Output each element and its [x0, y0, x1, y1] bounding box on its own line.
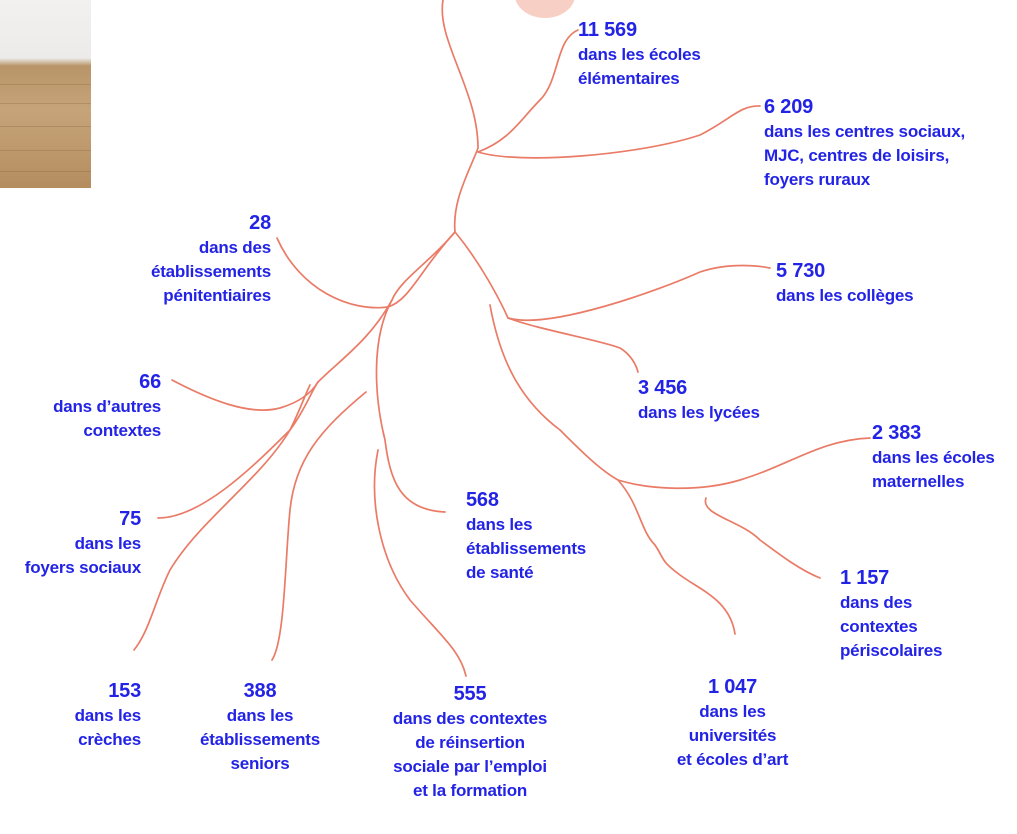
branch-periscolaires	[704, 497, 821, 579]
caption-lycees: dans les lycées	[638, 403, 760, 422]
pink-blob	[515, 0, 575, 18]
branch-label-autres: 66 dans d’autres contextes	[53, 369, 161, 443]
value-lycees: 3 456	[638, 377, 688, 399]
branch-label-foyers-sociaux: 75 dans les foyers sociaux	[25, 506, 141, 580]
caption-penitentiaires: dans des établissements pénitentiaires	[150, 238, 271, 305]
branch-sante	[375, 299, 446, 513]
branch-label-reinsertion: 555 dans des contextes de réinsertion so…	[375, 681, 565, 803]
caption-elementaires: dans les écoles élémentaires	[578, 45, 701, 88]
value-reinsertion: 555	[453, 683, 487, 705]
branch-label-sante: 568 dans les établissements de santé	[466, 487, 586, 585]
branch-universites	[617, 479, 736, 635]
caption-colleges: dans les collèges	[776, 286, 914, 305]
value-elementaires: 11 569	[578, 19, 637, 41]
caption-sante: dans les établissements de santé	[466, 515, 587, 582]
branch-label-maternelles: 2 383 dans les écoles maternelles	[872, 420, 995, 494]
caption-reinsertion: dans des contextes de réinsertion social…	[392, 709, 548, 800]
value-maternelles: 2 383	[872, 422, 922, 444]
branch-foyers-sociaux	[157, 381, 319, 519]
branch-autres	[171, 379, 319, 411]
branch-label-creches: 153 dans les crèches	[74, 678, 142, 752]
caption-universites: dans les universités et écoles d’art	[676, 702, 789, 769]
value-seniors: 388	[243, 680, 277, 702]
caption-centres-sociaux: dans les centres sociaux, MJC, centres d…	[764, 122, 965, 189]
branch-lycees	[507, 317, 639, 373]
branch-seniors	[271, 391, 367, 661]
caption-periscolaires: dans des contextes périscolaires	[840, 593, 943, 660]
value-centres-sociaux: 6 209	[764, 96, 814, 118]
value-penitentiaires: 28	[249, 212, 271, 234]
branch-centres-sociaux	[477, 105, 761, 159]
caption-creches: dans les crèches	[74, 706, 142, 749]
caption-autres: dans d’autres contextes	[53, 397, 161, 440]
value-autres: 66	[139, 371, 161, 393]
value-colleges: 5 730	[776, 260, 826, 282]
branch-label-penitentiaires: 28 dans des établissements pénitentiaire…	[151, 210, 271, 308]
branch-creches	[133, 384, 311, 651]
branch-label-seniors: 388 dans les établissements seniors	[190, 678, 330, 776]
trunk-line	[317, 0, 479, 383]
branch-reinsertion	[373, 449, 467, 677]
branch-label-lycees: 3 456 dans les lycées	[638, 375, 760, 425]
branch-colleges	[454, 231, 771, 322]
branch-penitentiaires	[276, 231, 456, 309]
branch-elementaires	[477, 29, 579, 153]
value-foyers-sociaux: 75	[119, 508, 141, 530]
value-creches: 153	[108, 680, 141, 702]
value-universites: 1 047	[707, 676, 758, 698]
caption-foyers-sociaux: dans les foyers sociaux	[24, 534, 141, 577]
caption-maternelles: dans les écoles maternelles	[872, 448, 995, 491]
branch-label-elementaires: 11 569 dans les écoles élémentaires	[578, 17, 701, 91]
branch-label-universites: 1 047 dans les universités et écoles d’a…	[660, 674, 805, 772]
branch-label-centres-sociaux: 6 209 dans les centres sociaux, MJC, cen…	[764, 94, 965, 192]
value-periscolaires: 1 157	[840, 567, 890, 589]
photo-corner	[0, 0, 91, 188]
value-sante: 568	[466, 489, 499, 511]
branch-label-periscolaires: 1 157 dans des contextes périscolaires	[840, 565, 943, 663]
branch-label-colleges: 5 730 dans les collèges	[776, 258, 914, 308]
caption-seniors: dans les établissements seniors	[199, 706, 321, 773]
